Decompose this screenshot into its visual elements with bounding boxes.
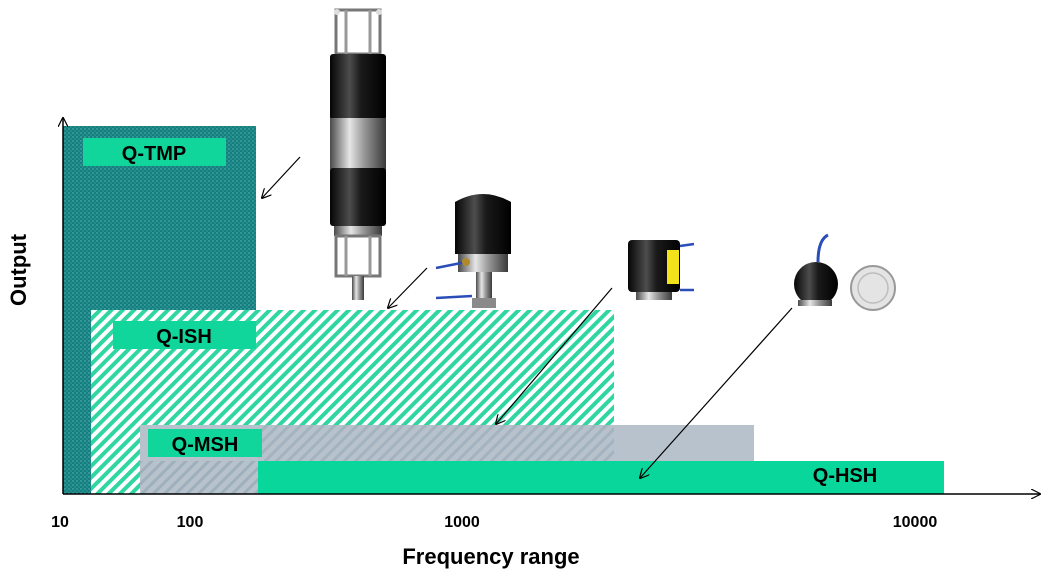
q-hsh-region [258,461,944,494]
x-axis-title: Frequency range [402,544,579,569]
q-ish-sensor-icon [435,194,511,308]
q-hsh-label: Q-HSH [813,465,877,487]
x-tick-label: 10 [51,514,69,531]
svg-text:Q-MSH: Q-MSH [172,434,239,456]
q-hsh-pointer-arrow [640,307,793,478]
q-msh-overlap-region [258,425,614,461]
q-hsh-sensor-icon [794,233,838,306]
y-axis-title: Output [6,233,31,306]
q-ish-label: Q-ISH [113,321,256,349]
q-tmp-label: Q-TMP [83,138,226,166]
x-tick-label: 10000 [893,514,938,531]
q-msh-sensor-icon [628,240,695,300]
q-tmp-pointer-arrow [262,156,301,198]
svg-text:Q-TMP: Q-TMP [122,143,186,165]
q-ish-pointer-arrow [388,267,428,308]
q-msh-pointer-arrow [496,287,613,424]
coin-icon [850,265,896,311]
q-msh-label: Q-MSH [148,429,262,457]
svg-text:Q-ISH: Q-ISH [156,326,212,348]
x-tick-label: 100 [177,514,204,531]
q-msh-lower-region [140,461,258,494]
x-tick-label: 1000 [444,514,480,531]
q-tmp-sensor-icon [330,8,386,300]
